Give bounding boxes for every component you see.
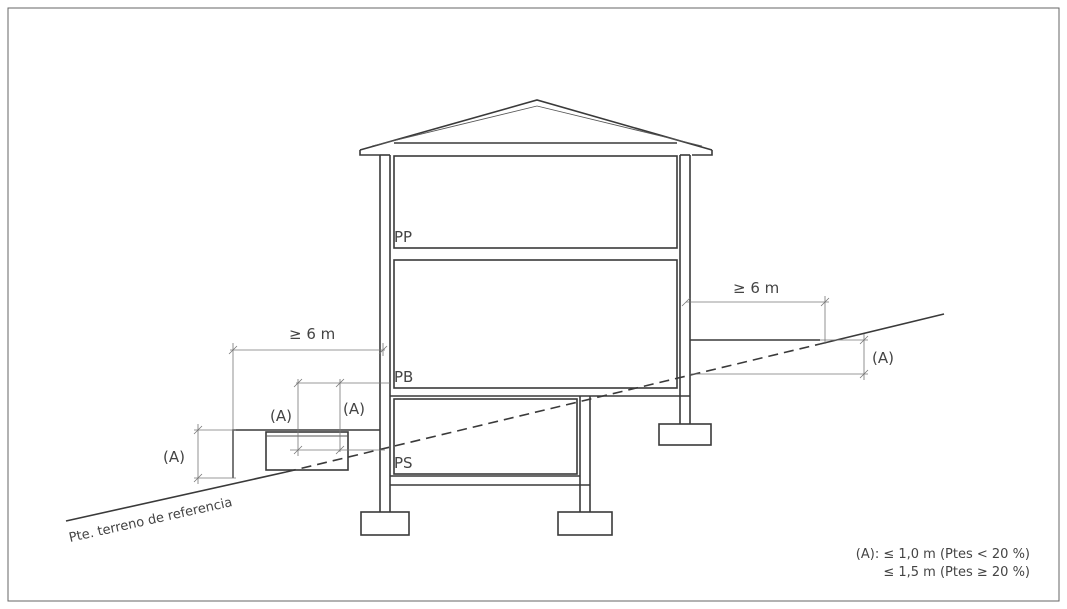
- floor-ps: [393, 398, 578, 475]
- label-pb: PB: [394, 368, 413, 386]
- legend-line-2: ≤ 1,5 m (Ptes ≥ 20 %): [883, 565, 1030, 580]
- label-a-right: (A): [872, 349, 894, 367]
- border: [7, 7, 1060, 602]
- label-pp: PP: [394, 228, 412, 246]
- legend-line-1: (A): ≤ 1,0 m (Ptes < 20 %): [856, 547, 1030, 562]
- roof: [359, 99, 713, 156]
- label-dist-right: ≥ 6 m: [733, 279, 779, 297]
- label-dist-left: ≥ 6 m: [289, 325, 335, 343]
- label-a-left-inner-1: (A): [270, 407, 292, 425]
- dimensions: [193, 296, 869, 484]
- building-walls: [379, 154, 691, 512]
- footings: [360, 396, 712, 536]
- floor-pp: [393, 155, 678, 249]
- floor-pb: [393, 259, 678, 389]
- left-terrace: [232, 429, 380, 478]
- legend: (A): ≤ 1,0 m (Ptes < 20 %) ≤ 1,5 m (Ptes…: [856, 547, 1030, 580]
- label-a-left-inner-2: (A): [343, 400, 365, 418]
- label-a-left-outer: (A): [163, 448, 185, 466]
- terrain: [65, 313, 945, 522]
- label-ps: PS: [394, 454, 413, 472]
